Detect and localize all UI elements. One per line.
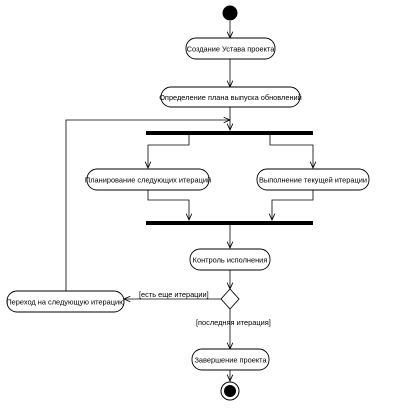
action-plan-next: Планирование следующих итераций	[85, 168, 211, 191]
flow-loop-back	[65, 120, 230, 296]
fork-bar	[146, 131, 313, 135]
guard-last-iteration: [последняя итерация]	[196, 318, 271, 327]
action-next-iteration-label: Переход на следующую итерацию	[6, 298, 125, 307]
action-release-plan-label: Определение плана выпуска обновлений	[159, 93, 302, 102]
action-release-plan: Определение плана выпуска обновлений	[159, 86, 302, 108]
flow-plan-next-to-join	[147, 190, 189, 220]
action-next-iteration: Переход на следующую итерацию	[6, 290, 125, 313]
flow-fork-to-execute	[269, 135, 313, 168]
final-node-inner	[224, 385, 236, 397]
guard-more-iterations: [есть еще итерации]	[139, 290, 209, 299]
join-bar	[146, 221, 313, 225]
action-execute-current: Выполнение текущей итерации	[256, 168, 370, 191]
action-control-label: Контроль исполнения	[193, 256, 268, 265]
action-finish-label: Завершение проекта	[194, 356, 267, 365]
action-charter-label: Создание Устава проекта	[187, 45, 276, 54]
action-execute-current-label: Выполнение текущей итерации	[259, 176, 367, 185]
action-finish: Завершение проекта	[191, 348, 270, 371]
action-plan-next-label: Планирование следующих итераций	[85, 176, 211, 185]
flow-execute-to-join	[272, 190, 314, 220]
action-control: Контроль исполнения	[189, 248, 271, 271]
flow-fork-to-plan-next	[148, 135, 190, 168]
initial-node	[222, 5, 238, 21]
action-charter: Создание Устава проекта	[185, 37, 276, 60]
decision-node	[220, 288, 240, 310]
